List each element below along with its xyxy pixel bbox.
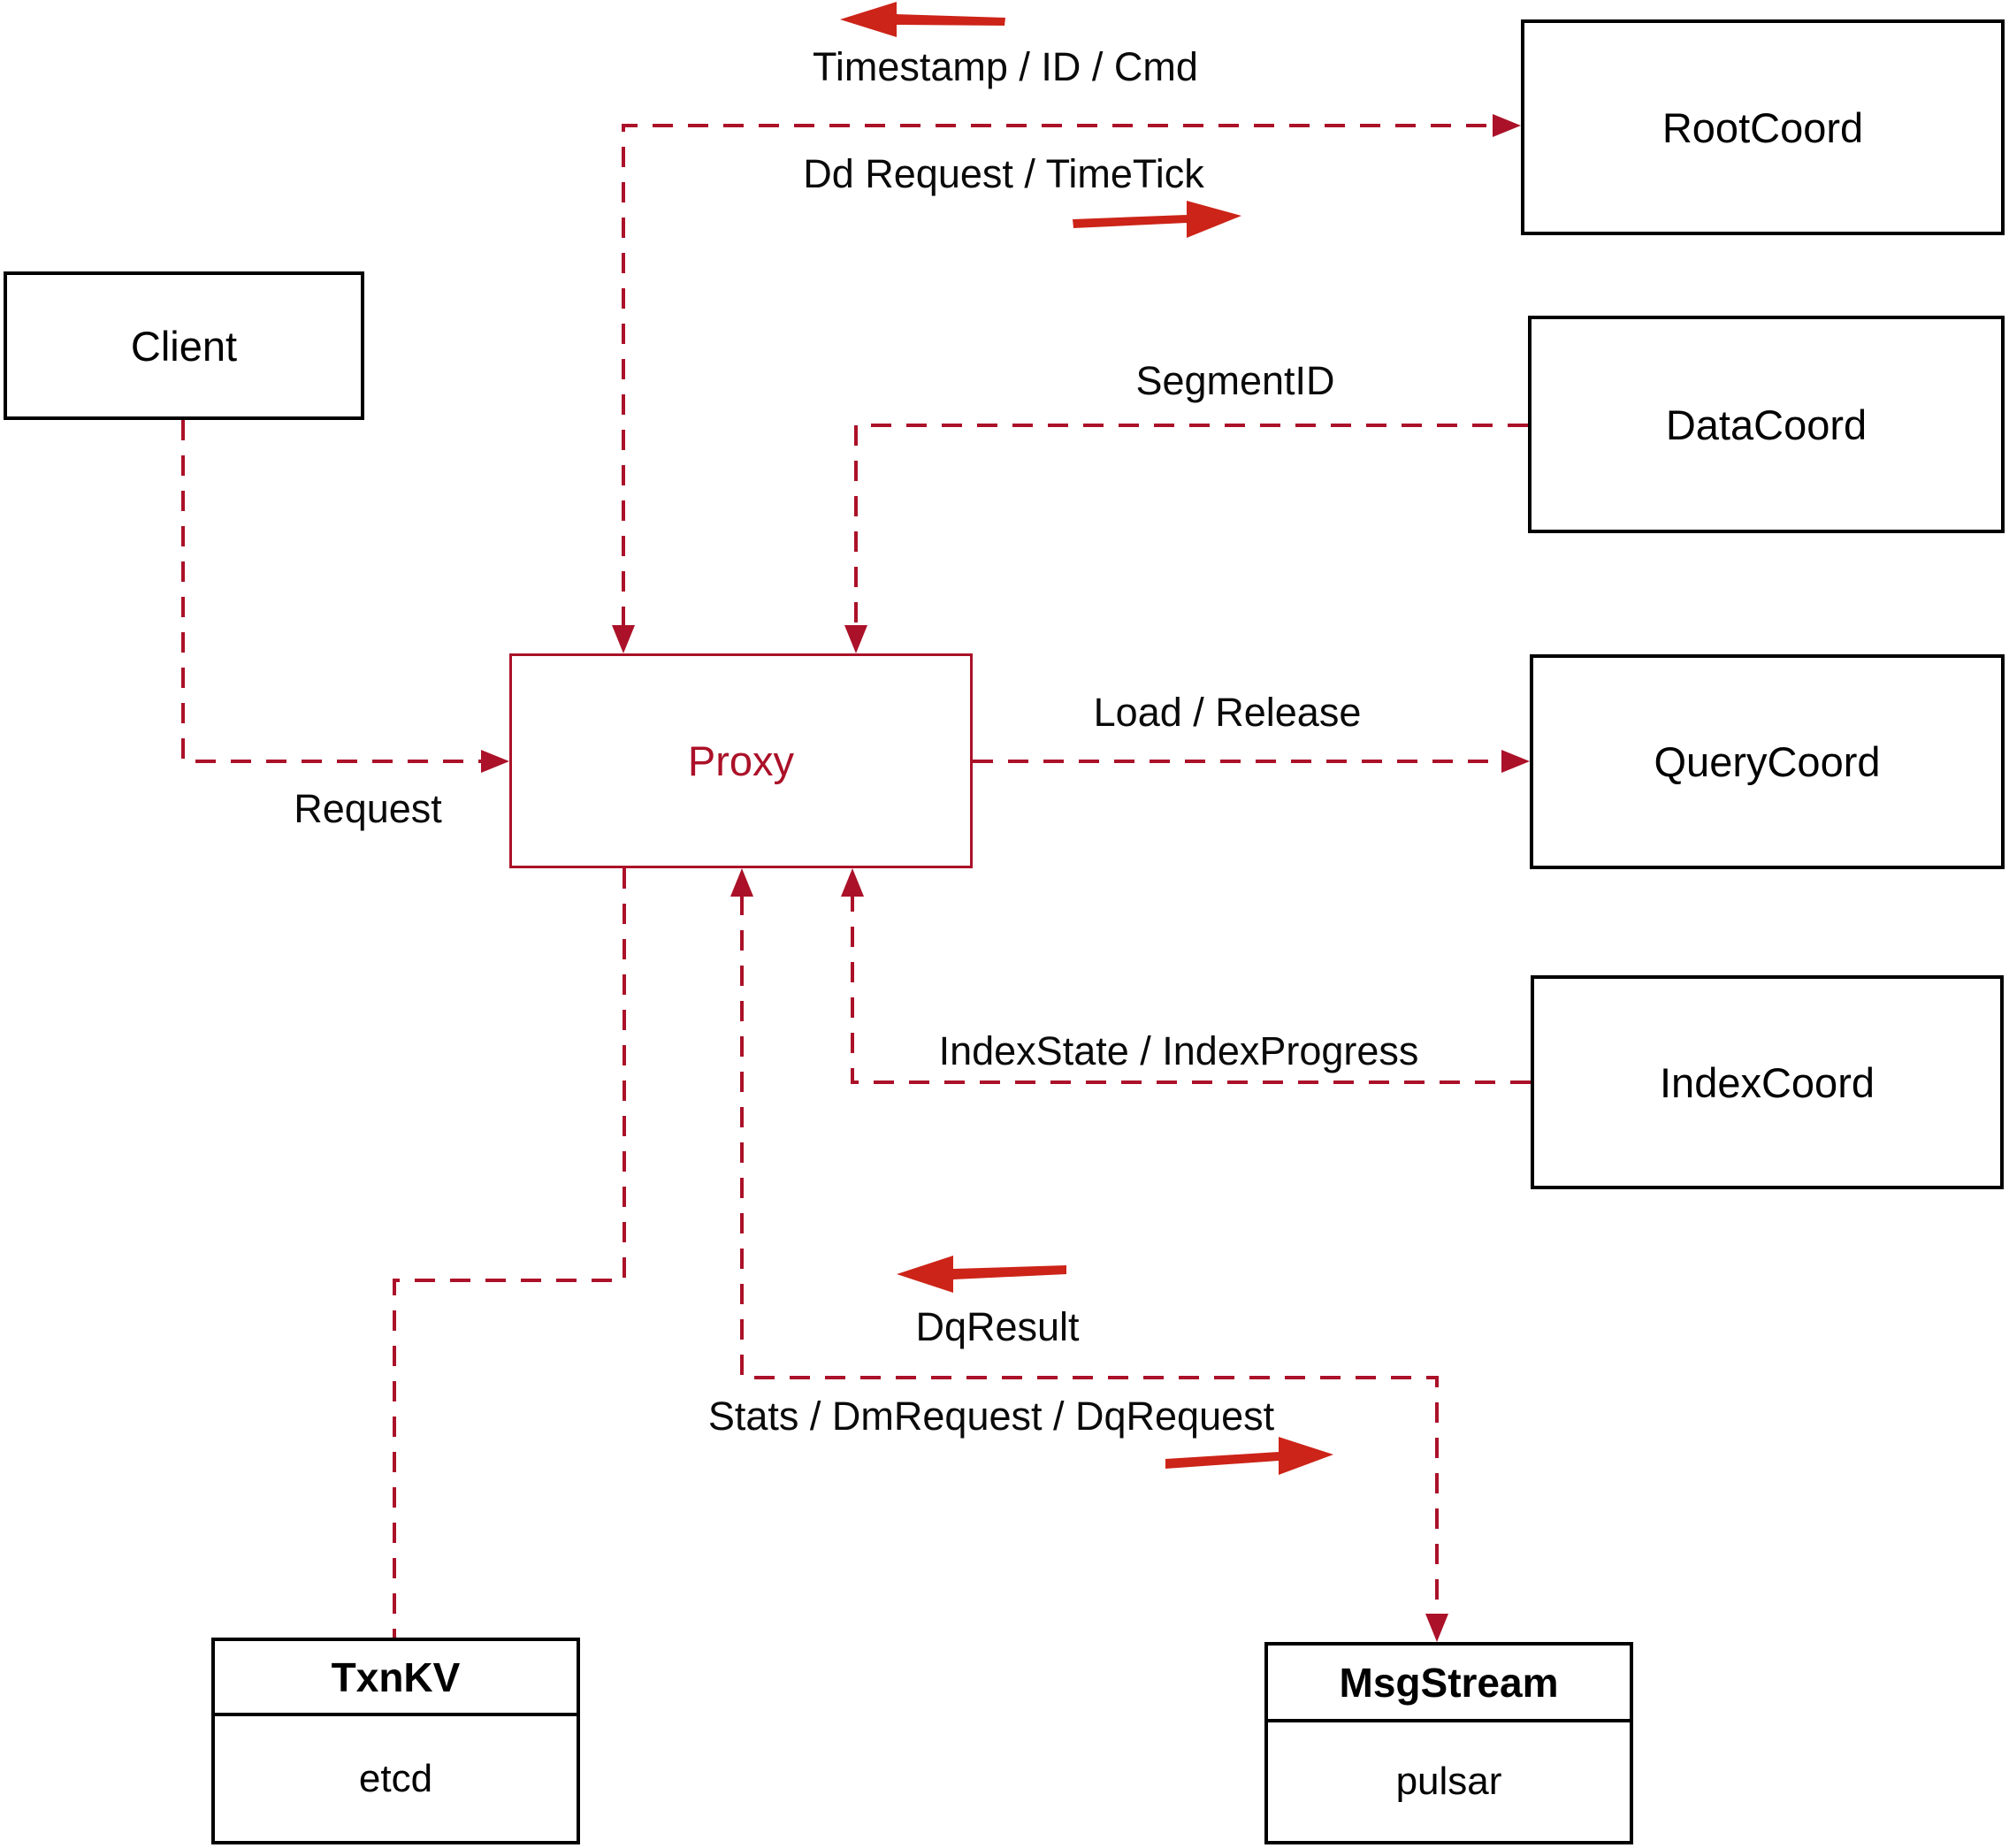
node-datacoord: DataCoord [1528,316,2005,533]
edge-indexcoord-proxy-line [851,895,1531,1084]
edge-label-dd-request-timetick: Dd Request / TimeTick [803,151,1204,196]
flow-direction-arrow-right2-icon [1165,1437,1333,1475]
node-msgstream-title: MsgStream [1268,1646,1630,1722]
node-proxy: Proxy [509,653,973,868]
arrowhead-into-rootcoord [1493,114,1521,137]
node-txnkv-subtitle: etcd [358,1756,433,1800]
edge-datacoord-proxy-line [854,424,1528,627]
node-rootcoord: RootCoord [1521,19,2005,235]
node-proxy-label: Proxy [687,737,795,784]
edge-label-request: Request [294,786,442,831]
node-rootcoord-label: RootCoord [1661,103,1864,151]
node-msgstream: MsgStream pulsar [1264,1642,1633,1844]
node-querycoord-label: QueryCoord [1654,738,1881,785]
flow-direction-arrow-left2-icon [897,1256,1066,1293]
edge-rootcoord-proxy-line [622,124,1494,627]
edge-client-proxy-line [181,420,483,763]
arrowhead-into-proxy-top-right [844,625,867,653]
arrowhead-into-proxy-bottom-left [730,868,753,897]
arrowhead-into-proxy-left [481,750,509,773]
node-client-label: Client [130,322,238,370]
arrowhead-into-querycoord [1501,750,1530,773]
edge-label-load-release: Load / Release [1093,690,1362,735]
edge-label-segmentid: SegmentID [1135,358,1335,403]
edge-label-timestamp-id-cmd: Timestamp / ID / Cmd [813,44,1198,89]
arrowhead-into-proxy-bottom-right [841,868,864,897]
edge-label-stats-dmrequest-dqrequest: Stats / DmRequest / DqRequest [707,1394,1275,1439]
arrowhead-into-msgstream [1425,1614,1448,1642]
node-indexcoord: IndexCoord [1531,975,2004,1189]
edge-proxy-txnkv-line [393,868,626,1638]
flow-direction-arrow-left-icon [840,2,1005,37]
flow-direction-arrow-right-icon [1073,201,1241,238]
node-datacoord-label: DataCoord [1665,401,1868,448]
node-msgstream-subtitle: pulsar [1395,1760,1502,1803]
node-client: Client [4,271,364,420]
node-indexcoord-label: IndexCoord [1660,1058,1875,1106]
edge-proxy-msgstream-line [740,895,1439,1615]
arrowhead-into-proxy-top-left [612,625,635,653]
edge-label-indexstate-indexprogress: IndexState / IndexProgress [938,1028,1419,1073]
node-querycoord: QueryCoord [1530,654,2005,869]
node-txnkv-title: TxnKV [215,1641,577,1716]
edge-label-dqresult: DqResult [915,1304,1080,1349]
node-txnkv: TxnKV etcd [211,1638,580,1844]
